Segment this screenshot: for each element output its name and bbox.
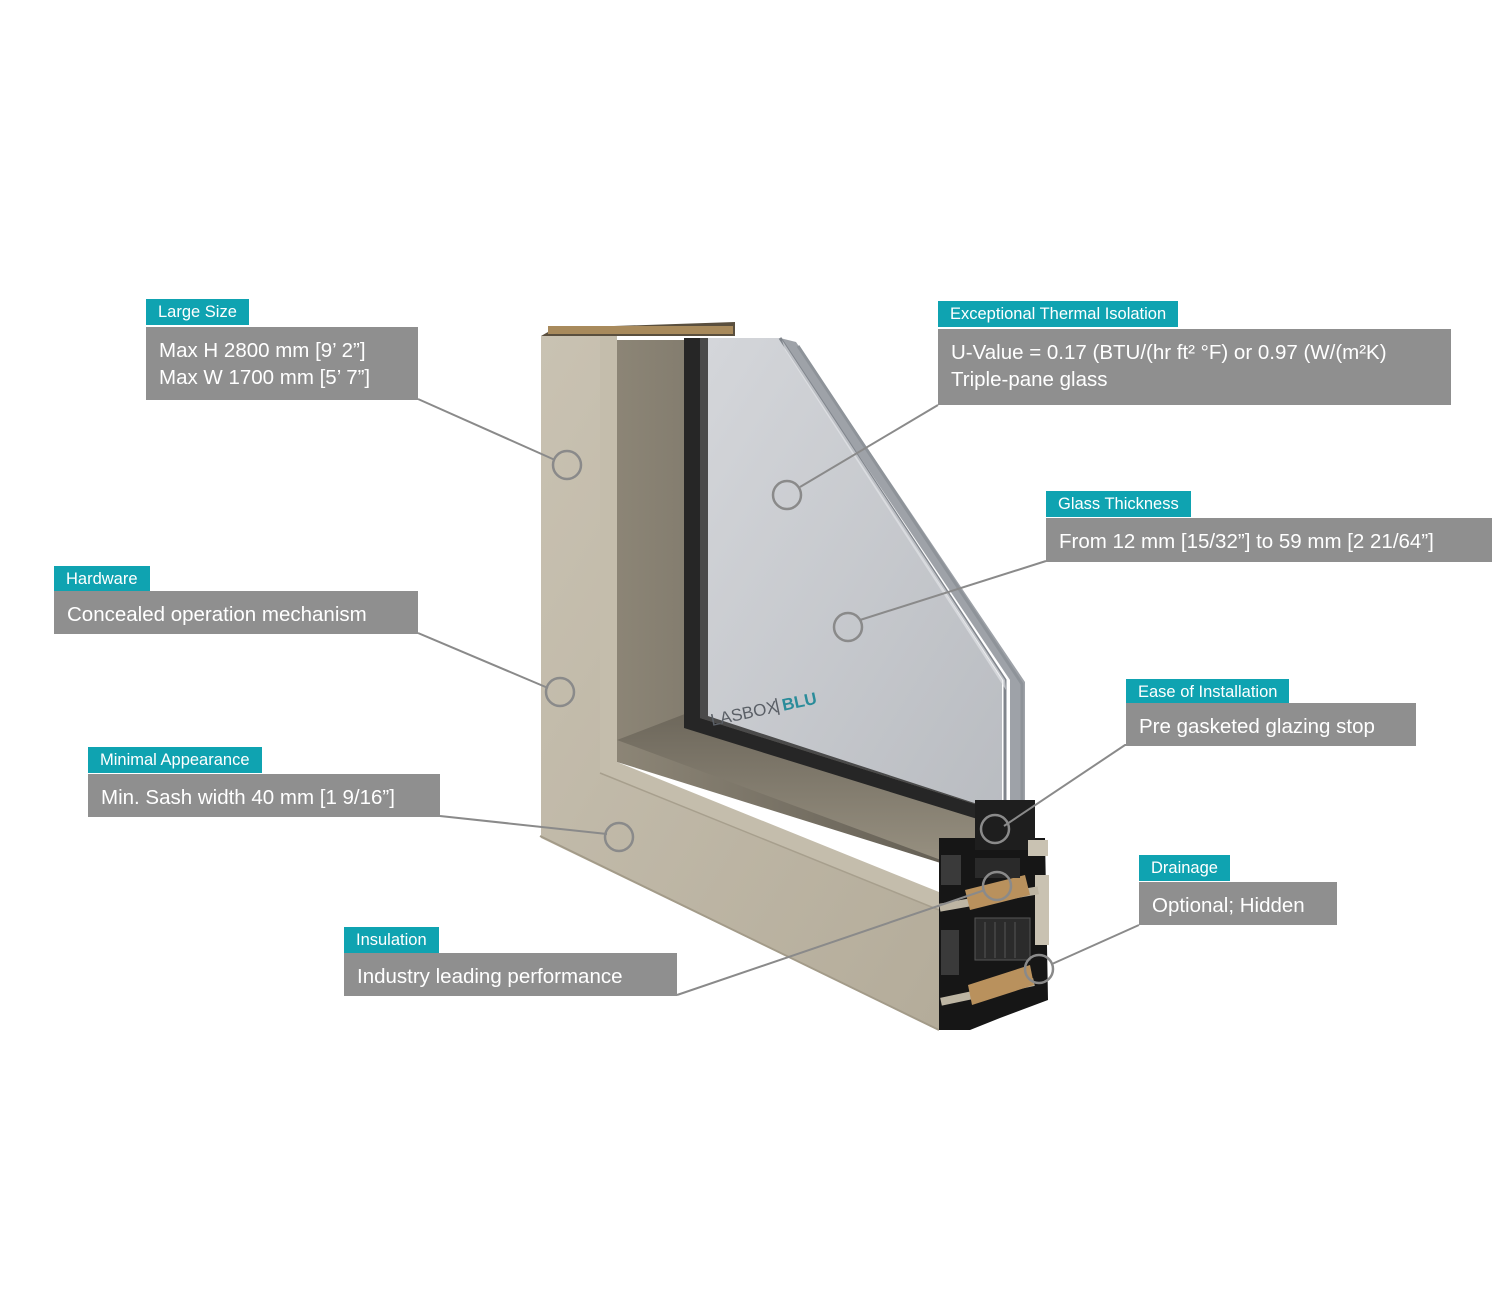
callout-label: Large Size xyxy=(146,299,249,325)
marker-hardware xyxy=(544,676,576,708)
callout-line: Concealed operation mechanism xyxy=(67,603,367,626)
callout-body: Pre gasketed glazing stop xyxy=(1126,703,1416,746)
callout-body: From 12 mm [15/32”] to 59 mm [2 21/64”] xyxy=(1046,518,1492,562)
callout-line: Min. Sash width 40 mm [1 9/16”] xyxy=(101,786,395,809)
callout-label: Hardware xyxy=(54,566,150,592)
callout-label: Ease of Installation xyxy=(1126,679,1290,705)
marker-ease-installation xyxy=(979,813,1011,845)
callout-line: From 12 mm [15/32”] to 59 mm [2 21/64”] xyxy=(1059,530,1434,553)
frame-outer-face xyxy=(541,322,939,1030)
marker-minimal-appearance xyxy=(603,821,635,853)
callout-line: U-Value = 0.17 (BTU/(hr ft² °F) or 0.97 … xyxy=(951,341,1387,364)
callout-body: U-Value = 0.17 (BTU/(hr ft² °F) or 0.97 … xyxy=(938,329,1451,405)
callout-label: Exceptional Thermal Isolation xyxy=(938,301,1179,327)
callout-label: Minimal Appearance xyxy=(88,747,262,773)
callout-line: Max W 1700 mm [5’ 7”] xyxy=(159,366,371,389)
marker-thermal xyxy=(771,479,803,511)
callout-line: Optional; Hidden xyxy=(1152,894,1305,917)
callout-line: Pre gasketed glazing stop xyxy=(1139,715,1375,738)
callout-body: Min. Sash width 40 mm [1 9/16”] xyxy=(88,774,440,817)
callout-line: Triple-pane glass xyxy=(951,368,1108,391)
callout-label: Drainage xyxy=(1139,855,1230,881)
callout-body: Industry leading performance xyxy=(344,953,677,996)
profile-cross-section xyxy=(939,800,1049,1030)
callout-label: Insulation xyxy=(344,927,439,953)
callout-body: Optional; Hidden xyxy=(1139,882,1337,925)
marker-large-size xyxy=(551,449,583,481)
callout-line: Max H 2800 mm [9’ 2”] xyxy=(159,339,366,362)
marker-glass-thickness xyxy=(832,611,864,643)
callout-label: Glass Thickness xyxy=(1046,491,1191,517)
callout-line: Industry leading performance xyxy=(357,965,623,988)
callout-body: Max H 2800 mm [9’ 2”] Max W 1700 mm [5’ … xyxy=(146,327,418,400)
callout-body: Concealed operation mechanism xyxy=(54,591,418,634)
marker-drainage xyxy=(1023,953,1055,985)
marker-circles xyxy=(544,449,1055,985)
frame-inner-reveal xyxy=(539,340,995,1031)
marker-insulation xyxy=(981,870,1013,902)
triple-pane-glass xyxy=(708,337,1025,812)
